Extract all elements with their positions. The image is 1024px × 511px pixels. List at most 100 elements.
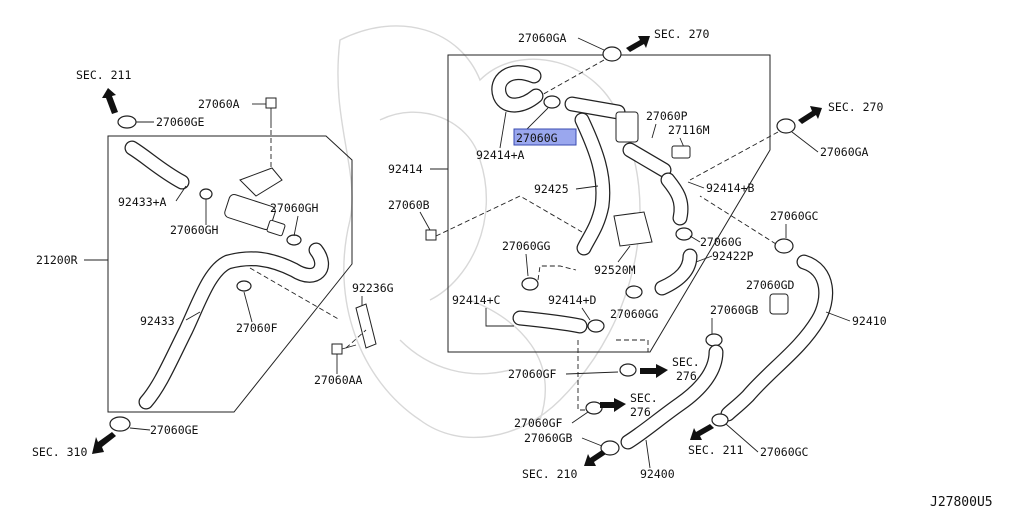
clamp-27060F-icon[interactable] [236, 280, 252, 292]
sec211-top-label[interactable]: SEC. 211 [76, 68, 131, 82]
dash-27060GF-top [616, 339, 649, 352]
bolt-27060B-icon[interactable] [425, 229, 437, 241]
label-27060GD[interactable]: 27060GD [746, 278, 795, 292]
bolt-27060AA-icon[interactable] [331, 343, 343, 355]
leader-27060GF-bottom [571, 411, 589, 424]
leader-92425 [575, 185, 599, 190]
sec211-bottom-label[interactable]: SEC. 211 [688, 443, 743, 457]
label-92400[interactable]: 92400 [640, 467, 675, 481]
highlight-27060G-box[interactable] [513, 128, 577, 146]
clamp-27060G-icon[interactable] [675, 227, 693, 241]
label-27060GF-top[interactable]: 27060GF [508, 367, 557, 381]
label-27060G[interactable]: 27060G [700, 235, 742, 249]
leader-27060F [243, 291, 253, 323]
leader-27060P [651, 123, 657, 139]
label-27060GA-right[interactable]: 27060GA [820, 145, 869, 159]
bracket-icon [239, 167, 283, 197]
label-92410[interactable]: 92410 [852, 314, 887, 328]
clamp-27060GH-left-icon[interactable] [199, 188, 213, 200]
label-92520M[interactable]: 92520M [594, 263, 636, 277]
clamp-27060G-upper-icon[interactable] [543, 95, 561, 109]
dash-27060B [435, 195, 583, 237]
valve-27116M-icon[interactable] [615, 111, 639, 143]
dash-sec270-top [539, 59, 605, 97]
leader-92414A [499, 111, 507, 149]
leader-27060GB-bottom [581, 437, 603, 447]
clamp-27060GC-bottom-icon[interactable] [711, 413, 729, 427]
label-27060F[interactable]: 27060F [236, 321, 278, 335]
leader-27060GE-bottom [129, 427, 151, 431]
label-92414C[interactable]: 92414+C [452, 293, 501, 307]
label-27060GA-top[interactable]: 27060GA [518, 31, 567, 45]
clamp-27060GF-bottom-icon[interactable] [585, 401, 603, 415]
label-92414B[interactable]: 92414+B [706, 181, 755, 195]
sec276-top-label[interactable]: SEC. [672, 355, 700, 369]
label-27060GF-bottom[interactable]: 27060GF [514, 416, 563, 430]
valve-body-icon[interactable] [223, 193, 276, 231]
label-27060B[interactable]: 27060B [388, 198, 430, 212]
label-92414A[interactable]: 92414+A [476, 148, 525, 162]
sec276-bottom-arrow-icon [600, 398, 626, 412]
label-27060GG-left[interactable]: 27060GG [502, 239, 551, 253]
leader-27060GA-top [577, 37, 605, 51]
label-92422P[interactable]: 92422P [712, 249, 754, 263]
label-27060GC-right[interactable]: 27060GC [770, 209, 819, 223]
label-92414[interactable]: 92414 [388, 162, 423, 176]
label-92433[interactable]: 92433 [140, 314, 175, 328]
label-92433A[interactable]: 92433+A [118, 195, 167, 209]
label-27060GE-top[interactable]: 27060GE [156, 115, 205, 129]
sec276-bottom-label[interactable]: SEC. [630, 391, 658, 405]
label-27116M[interactable]: 27116M [668, 123, 710, 137]
clamp-27060GB-bottom-icon[interactable] [600, 440, 620, 456]
label-27060GH-left[interactable]: 27060GH [170, 223, 219, 237]
clamp-27060GB-right-icon[interactable] [705, 333, 723, 347]
clamp-27060GC-right-icon[interactable] [774, 238, 794, 254]
leader-27060GG-left [525, 253, 529, 277]
leader-27060GC-bottom [725, 423, 759, 453]
leader-92414B [687, 181, 705, 189]
label-27060G-highlight[interactable]: 27060G [516, 131, 558, 145]
clamp-27060GA-top-icon[interactable] [602, 46, 622, 62]
sec210-label[interactable]: SEC. 210 [522, 467, 577, 481]
label-27060GE-bottom[interactable]: 27060GE [150, 423, 199, 437]
sec270-top-arrow-icon [626, 36, 650, 52]
label-92236G[interactable]: 92236G [352, 281, 394, 295]
clamp-27060GH-right-icon[interactable] [286, 234, 302, 246]
clamp-27060GG-right-icon[interactable] [625, 285, 643, 299]
clamp-27060GG-left-icon[interactable] [521, 277, 539, 291]
label-27060GB-right[interactable]: 27060GB [710, 303, 759, 317]
label-27060GB-bottom[interactable]: 27060GB [524, 431, 573, 445]
clamp-27060GE-bottom-icon[interactable] [109, 416, 131, 432]
label-27060GG-right[interactable]: 27060GG [610, 307, 659, 321]
sec270-top-label[interactable]: SEC. 270 [654, 27, 709, 41]
dash-27060GG [537, 265, 577, 281]
sec276-bottom-num[interactable]: 276 [630, 405, 651, 419]
leader-92433 [185, 311, 201, 321]
bolt-27060A-icon[interactable] [265, 97, 277, 109]
sec270-right-label[interactable]: SEC. 270 [828, 100, 883, 114]
sec310-label[interactable]: SEC. 310 [32, 445, 87, 459]
clamp-27060GA-right-icon[interactable] [776, 118, 796, 134]
leader-92422P [695, 255, 713, 263]
fitting-27116M-icon [671, 145, 691, 159]
label-27060GC-bottom[interactable]: 27060GC [760, 445, 809, 459]
clip-27060GD-icon[interactable] [769, 293, 789, 315]
sec210-arrow-icon [584, 450, 606, 466]
label-27060AA[interactable]: 27060AA [314, 373, 363, 387]
left-assembly-frame [107, 135, 353, 413]
label-27060P[interactable]: 27060P [646, 109, 688, 123]
label-27060A[interactable]: 27060A [198, 97, 240, 111]
clamp-92414D-icon[interactable] [587, 319, 605, 333]
label-21200R[interactable]: 21200R [36, 253, 78, 267]
label-92414D[interactable]: 92414+D [548, 293, 597, 307]
dash-27060GF-bottom [577, 340, 588, 411]
bracket-92520M-icon[interactable] [613, 211, 653, 247]
label-92425[interactable]: 92425 [534, 182, 569, 196]
clamp-27060GE-top-icon[interactable] [117, 115, 137, 129]
bracket-92236G-icon[interactable] [355, 303, 377, 349]
dash-92236G [345, 329, 367, 349]
bolt-27060AA-shank [341, 344, 357, 350]
sec276-top-num[interactable]: 276 [676, 369, 697, 383]
label-27060GH-right[interactable]: 27060GH [270, 201, 319, 215]
clamp-27060GF-top-icon[interactable] [619, 363, 637, 377]
